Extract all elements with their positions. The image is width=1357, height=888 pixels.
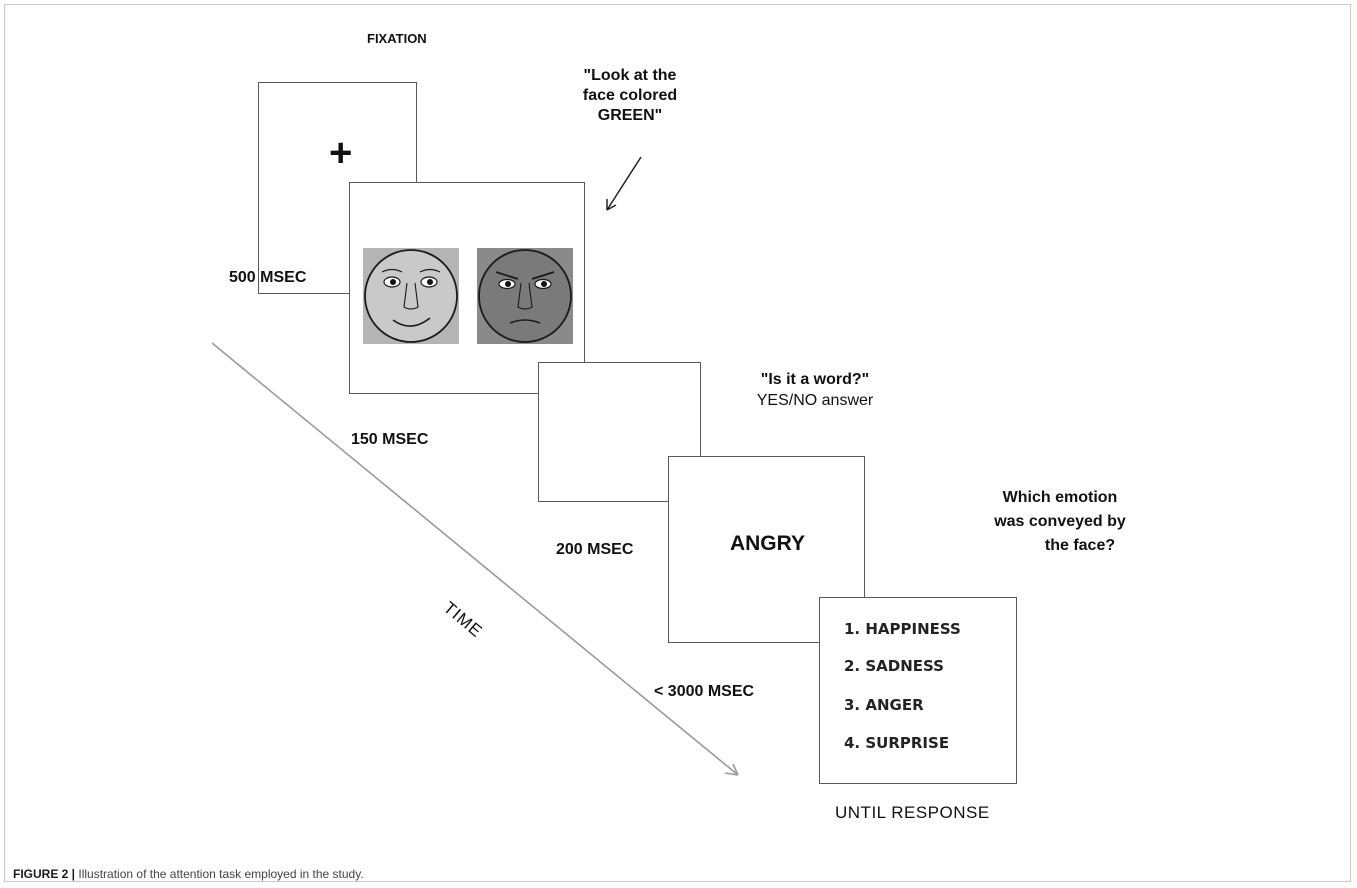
- instruction-text: "Look at the face colored GREEN": [560, 66, 700, 126]
- instruction-line-2: face colored: [582, 87, 678, 104]
- response-option-3: 3. ANGER: [844, 696, 924, 714]
- caption-tag: FIGURE 2 |: [13, 867, 76, 881]
- fixation-label: FIXATION: [367, 31, 427, 46]
- response-option-2: 2. SADNESS: [844, 657, 944, 675]
- word-question: "Is it a word?" YES/NO answer: [740, 369, 890, 411]
- word-question-line-2: YES/NO answer: [756, 392, 874, 409]
- until-response-label: UNTIL RESPONSE: [835, 803, 990, 822]
- instruction-line-3: GREEN": [597, 107, 663, 124]
- instruction-arrow: [606, 156, 642, 211]
- duration-500: 500 MSEC: [229, 269, 307, 286]
- target-word: ANGRY: [729, 532, 806, 555]
- figure-frame: [4, 4, 1351, 882]
- word-question-line-1: "Is it a word?": [760, 371, 870, 388]
- response-option-1: 1. HAPPINESS: [844, 620, 961, 638]
- emotion-question-line-3: the face?: [1044, 537, 1116, 554]
- response-option-4: 4. SURPRISE: [844, 734, 950, 752]
- angry-face-icon: [477, 248, 573, 344]
- duration-150: 150 MSEC: [351, 431, 429, 448]
- happy-face-icon: [363, 248, 459, 344]
- duration-3000: < 3000 MSEC: [654, 683, 755, 700]
- emotion-question-line-1: Which emotion: [1002, 489, 1118, 506]
- instruction-line-1: "Look at the: [583, 67, 677, 84]
- fixation-cross: +: [329, 131, 353, 175]
- emotion-question-line-2: was conveyed by: [994, 513, 1126, 530]
- duration-200: 200 MSEC: [556, 541, 634, 558]
- emotion-question: Which emotion was conveyed by the face?: [970, 486, 1150, 558]
- face-screen: [349, 182, 585, 394]
- time-axis-arrow: [211, 342, 739, 776]
- face-pair: [363, 248, 573, 344]
- response-screen: 1. HAPPINESS 2. SADNESS 3. ANGER 4. SURP…: [819, 597, 1017, 784]
- figure-caption: FIGURE 2 | Illustration of the attention…: [13, 867, 364, 881]
- caption-text: Illustration of the attention task emplo…: [75, 867, 364, 881]
